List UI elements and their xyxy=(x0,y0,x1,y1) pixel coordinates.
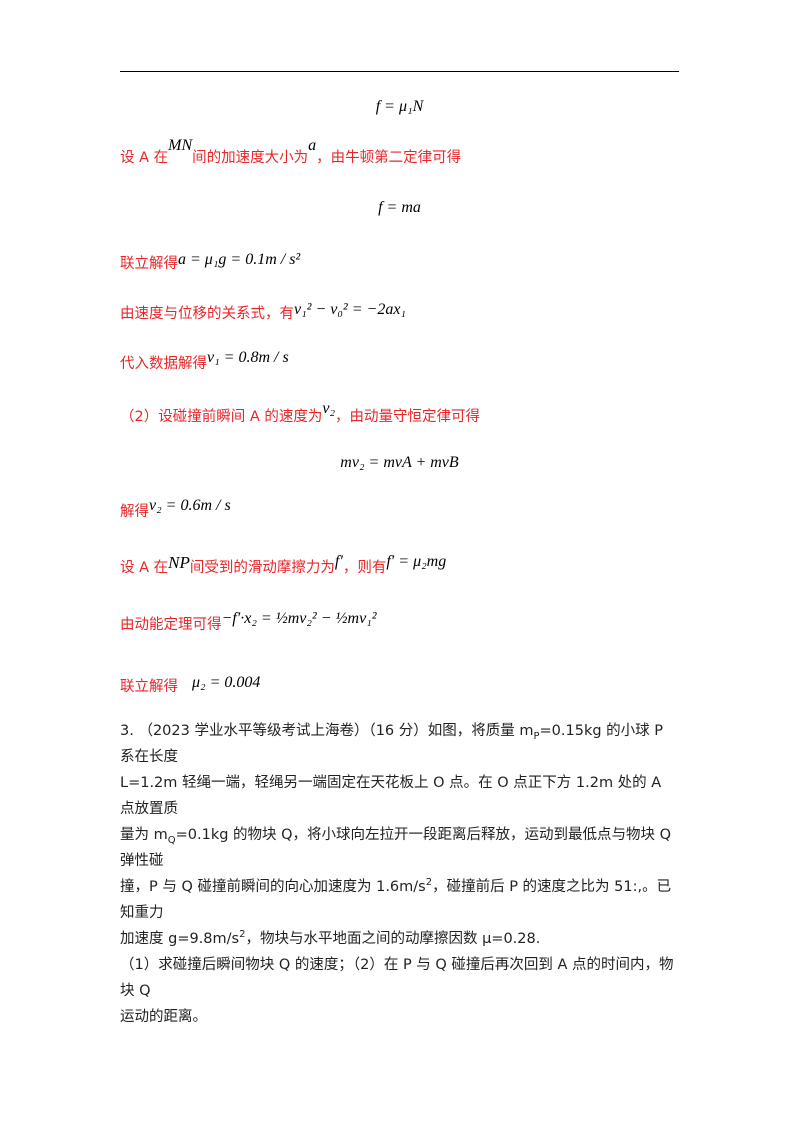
question-3-line-6: （1）求碰撞后瞬间物块 Q 的速度；（2）在 P 与 Q 碰撞后再次回到 A 点… xyxy=(120,957,674,999)
equation-newton: f = ma xyxy=(378,199,421,216)
line-acceleration-intro: 设 A 在MN间的加速度大小为a，由牛顿第二定律可得 xyxy=(120,137,462,166)
question-3-line-4: 撞，P 与 Q 碰撞前瞬间的向心加速度为 1.6m/s2，碰撞前后 P 的速度之… xyxy=(120,877,672,921)
question-3-line-3: 量为 mQ=0.1kg 的物块 Q，将小球向左拉开一段距离后释放，运动到最低点与… xyxy=(120,827,672,869)
header-rule xyxy=(120,71,679,72)
equation-friction: f = μ₁N xyxy=(375,98,424,115)
line-solve-acceleration: 联立解得a = μ₁g = 0.1m / s² xyxy=(120,251,301,272)
question-3-line-7: 运动的距离。 xyxy=(120,1009,207,1025)
question-3: 3. （2023 学业水平等级考试上海卷）（16 分）如图，将质量 mP=0.1… xyxy=(120,718,680,1030)
line-momentum-intro: （2）设碰撞前瞬间 A 的速度为v₂，由动量守恒定律可得 xyxy=(120,400,481,425)
line-kinematics: 由速度与位移的关系式，有v₁² − v₀² = −2ax₁ xyxy=(120,301,406,322)
question-3-line-5: 加速度 g=9.8m/s2，物块与水平地面之间的动摩擦因数 μ=0.28. xyxy=(120,929,541,947)
line-energy-theorem: 由动能定理可得−f′·x₂ = ½mv₂² − ½mv₁² xyxy=(120,610,377,633)
question-3-line-2: L=1.2m 轻绳一端，轻绳另一端固定在天花板上 O 点。在 O 点正下方 1.… xyxy=(120,775,662,817)
line-friction-np: 设 A 在NP间受到的滑动摩擦力为f′，则有f′ = μ₂mg xyxy=(120,553,447,576)
line-solve-v1: 代入数据解得v₁ = 0.8m / s xyxy=(120,349,289,372)
line-solve-v2: 解得v₂ = 0.6m / s xyxy=(120,497,231,520)
equation-momentum: mv₂ = mvA + mvB xyxy=(340,454,459,471)
question-3-line-1: 3. （2023 学业水平等级考试上海卷）（16 分）如图，将质量 mP=0.1… xyxy=(120,723,664,765)
